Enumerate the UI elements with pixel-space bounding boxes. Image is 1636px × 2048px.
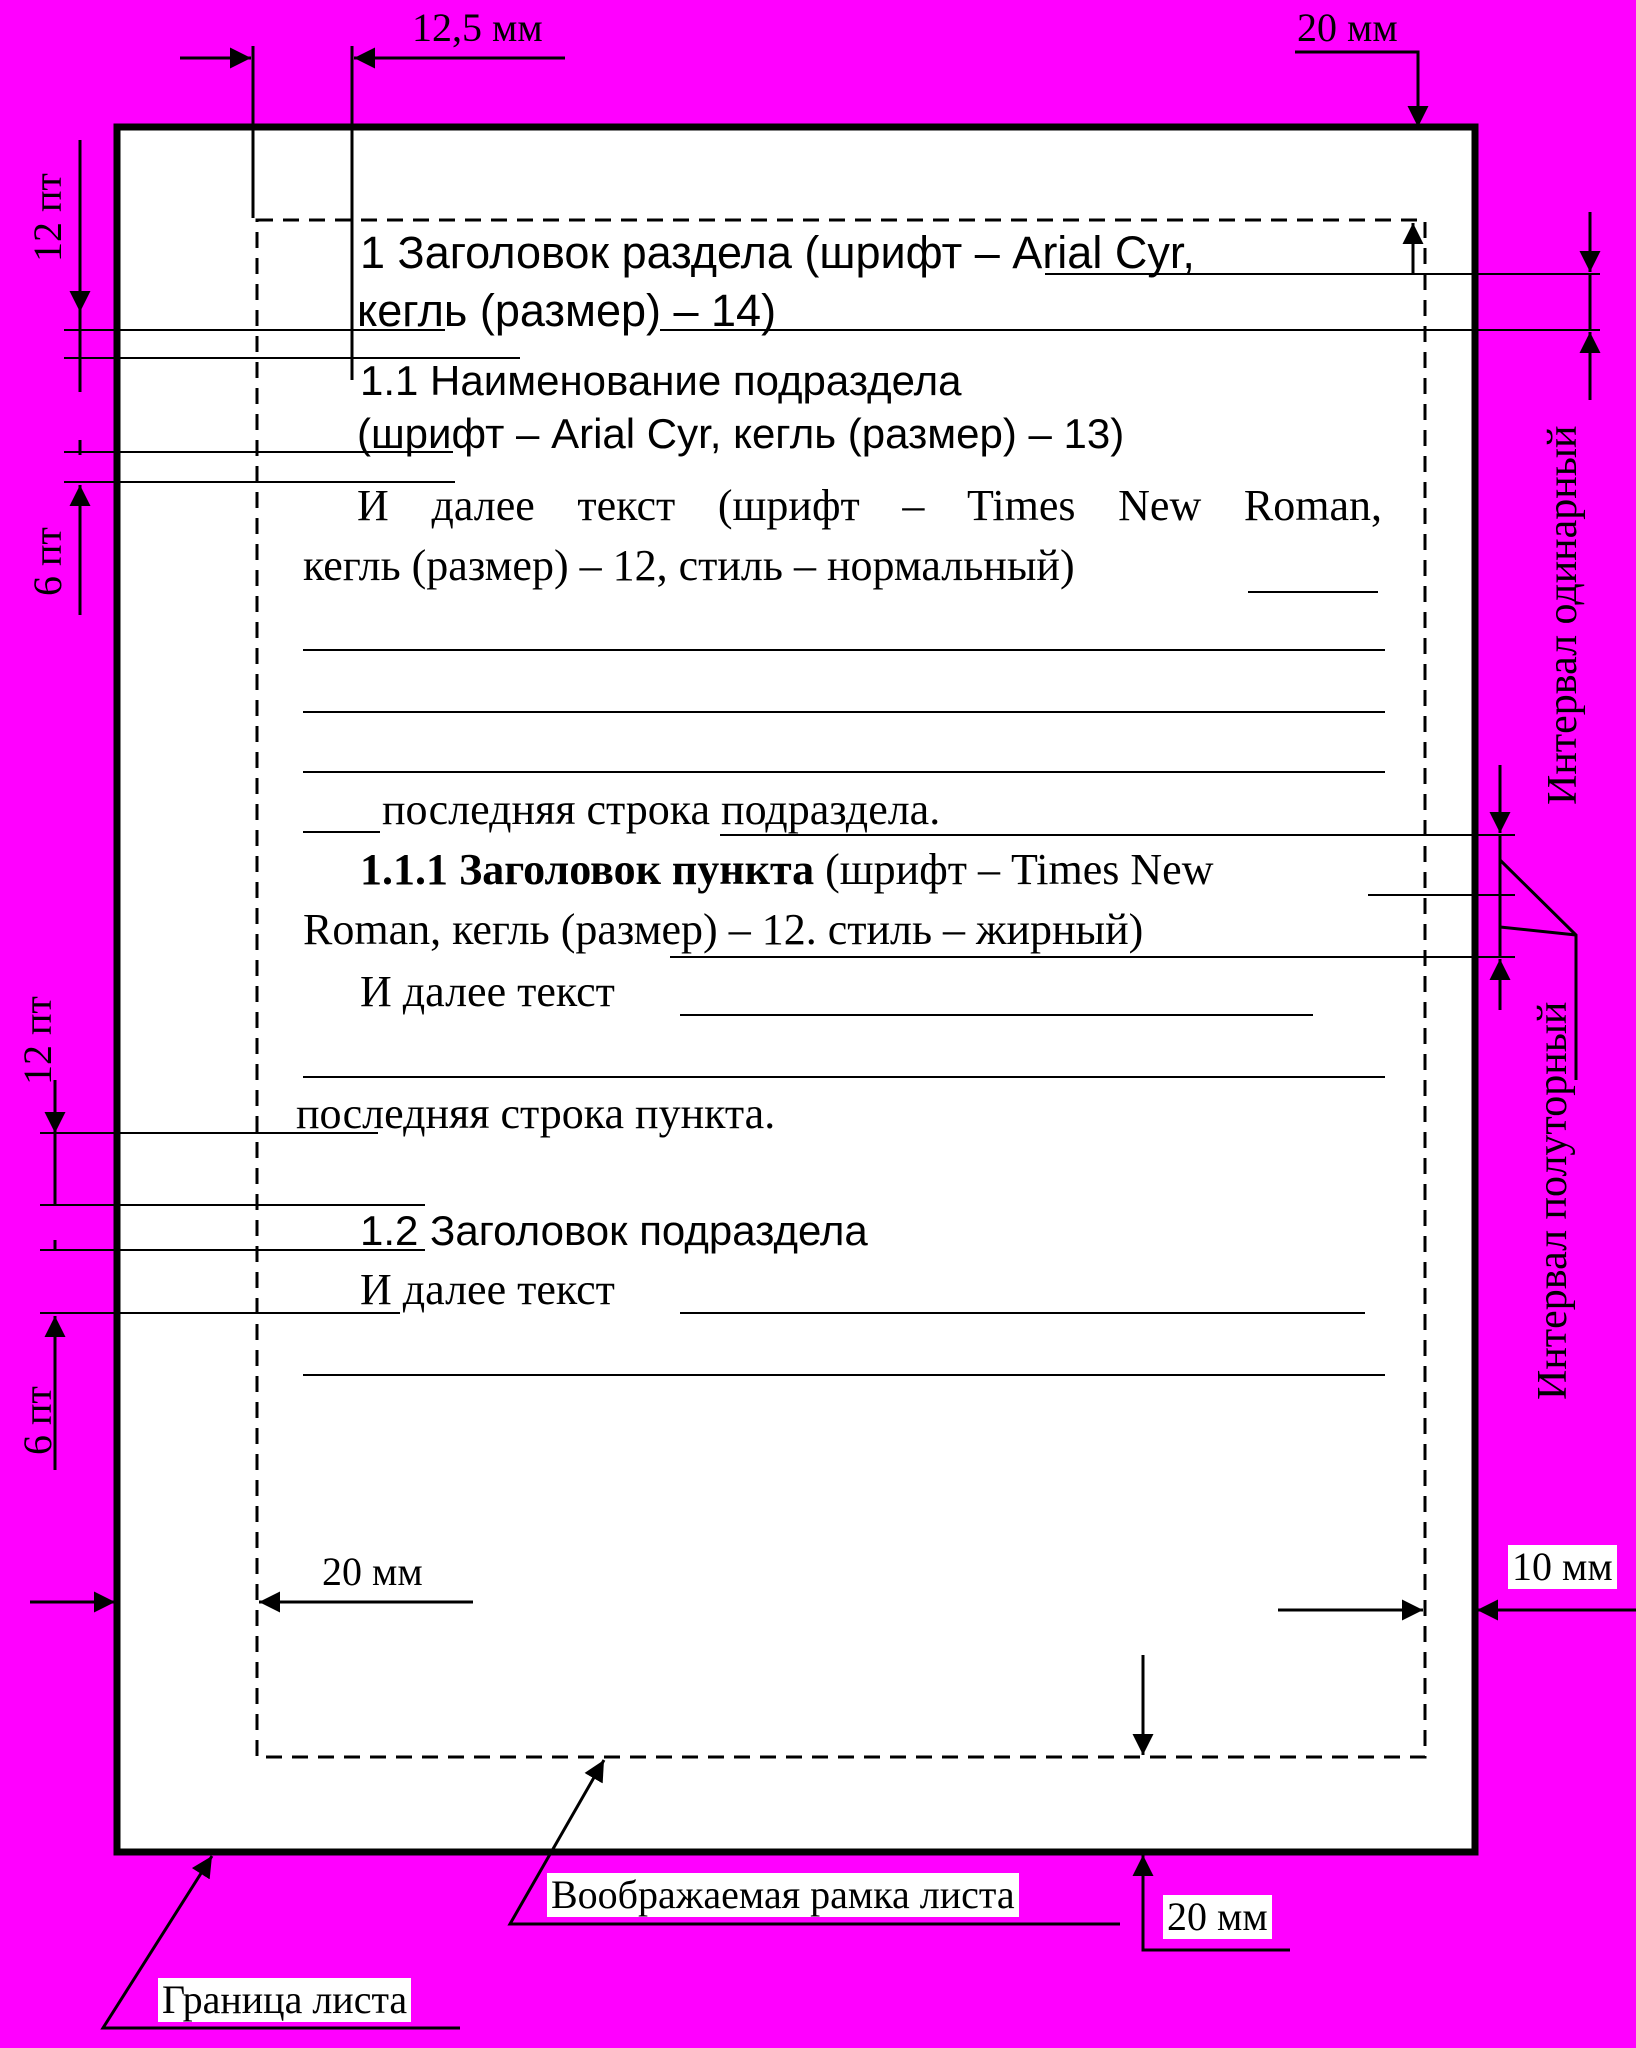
onehalf-interval-label: Интервал полуторный — [1530, 1001, 1576, 1400]
spacing-label-6pt-top: 6 пт — [25, 527, 70, 596]
body-text-line1: И далее текст (шрифт – Times New Roman, — [357, 481, 1382, 530]
imaginary-frame — [255, 218, 1427, 1759]
indent-label: 12,5 мм — [412, 5, 543, 50]
top-margin-dimension — [1295, 50, 1429, 275]
left-margin-label: 20 мм — [322, 1549, 423, 1594]
item-body-text: И далее текст — [360, 967, 615, 1016]
spacing-label-6pt-bottom: 6 пт — [15, 1386, 60, 1455]
body-text-line2: кегль (размер) – 12, стиль – нормальный) — [303, 541, 1075, 590]
subsection-title-line1: 1.1 Наименование подраздела — [360, 357, 962, 404]
subsection-title-line2: (шрифт – Arial Cyr, кегль (размер) – 13) — [357, 410, 1125, 457]
top-margin-label: 20 мм — [1297, 5, 1398, 50]
sheet-border — [113, 123, 1479, 1856]
sheet-border-label: Граница листа — [158, 1978, 412, 2022]
subsection2-body-text: И далее текст — [360, 1265, 615, 1314]
single-interval-dimension — [660, 212, 1601, 400]
last-line-subsection: последняя строка подраздела. — [382, 785, 941, 834]
imaginary-frame-callout — [507, 1759, 1120, 1926]
item-title-bold: 1.1.1 Заголовок пункта — [360, 845, 815, 894]
item-title-rest: (шрифт – Times New — [814, 845, 1214, 894]
subsection2-title: 1.2 Заголовок подраздела — [360, 1207, 868, 1254]
section-title-line2: кегль (размер) – 14) — [357, 285, 777, 336]
sheet-border-callout — [100, 1855, 460, 2030]
item-title-line1: 1.1.1 Заголовок пункта (шрифт – Times Ne… — [360, 848, 1213, 892]
spacing-label-12pt-bottom: 12 пт — [15, 996, 60, 1085]
single-interval-label: Интервал одинарный — [1540, 425, 1586, 805]
left-spacing-dimensions-bottom — [40, 1080, 425, 1470]
last-line-item: последняя строка пункта. — [296, 1089, 776, 1138]
blank-text-lines — [303, 591, 1385, 1376]
bottom-margin-dimension — [1132, 1655, 1290, 1952]
onehalf-interval-dimension — [670, 765, 1578, 1080]
section-title-line1: 1 Заголовок раздела (шрифт – Arial Cyr, — [360, 227, 1195, 278]
item-title-line2: Roman, кегль (размер) – 12. стиль – жирн… — [303, 905, 1144, 954]
spacing-label-12pt-top: 12 пт — [25, 173, 70, 262]
left-spacing-dimensions-top — [64, 140, 520, 615]
bottom-margin-label: 20 мм — [1163, 1895, 1272, 1939]
indent-dimension — [180, 46, 565, 380]
imaginary-frame-label: Воображаемая рамка листа — [547, 1873, 1019, 1917]
right-margin-label: 10 мм — [1508, 1545, 1617, 1589]
